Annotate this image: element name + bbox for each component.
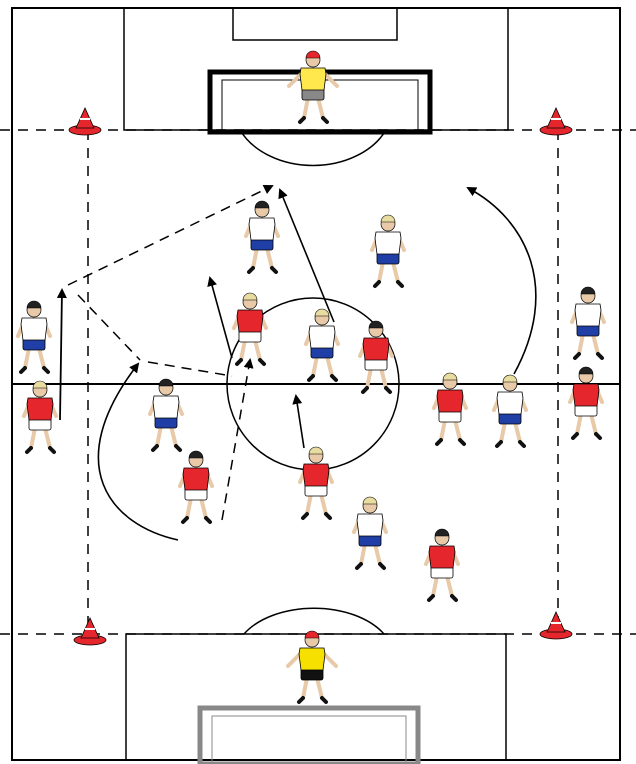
player-red-17 xyxy=(426,529,458,600)
pass-arrow-up-left xyxy=(60,290,62,420)
player-red-14 xyxy=(24,381,56,452)
cone-bottom-left xyxy=(74,618,106,645)
player-white-7 xyxy=(494,375,526,446)
run-arrow-center-bottom xyxy=(296,396,304,448)
top-penalty-arc xyxy=(240,130,386,165)
run-arrow-curve-right xyxy=(468,188,536,374)
player-white-2 xyxy=(246,201,278,272)
pitch-markings xyxy=(0,8,636,760)
player-white-4 xyxy=(18,301,50,372)
bottom-goal xyxy=(200,708,418,764)
player-white-9 xyxy=(354,497,386,568)
cones xyxy=(69,108,572,645)
player-keeper-top-1 xyxy=(289,51,337,122)
player-red-15 xyxy=(180,451,212,522)
player-keeper-bottom-18 xyxy=(288,631,336,702)
players xyxy=(18,51,604,702)
player-red-11 xyxy=(360,321,392,392)
run-arrow-center-left xyxy=(210,278,232,358)
pass-arrow-to-top xyxy=(68,186,272,285)
cone-top-left xyxy=(69,108,101,135)
player-white-8 xyxy=(572,287,604,358)
player-red-10 xyxy=(234,293,266,364)
movement-arrows xyxy=(60,186,536,540)
bottom-penalty-arc xyxy=(244,608,384,634)
cone-top-right xyxy=(540,108,572,135)
player-white-6 xyxy=(150,379,182,450)
pass-arrow-short xyxy=(148,362,232,376)
player-white-3 xyxy=(372,215,404,286)
cone-bottom-right xyxy=(540,612,572,639)
top-goal-area xyxy=(233,8,397,40)
player-red-13 xyxy=(570,367,602,438)
player-red-16 xyxy=(300,447,332,518)
